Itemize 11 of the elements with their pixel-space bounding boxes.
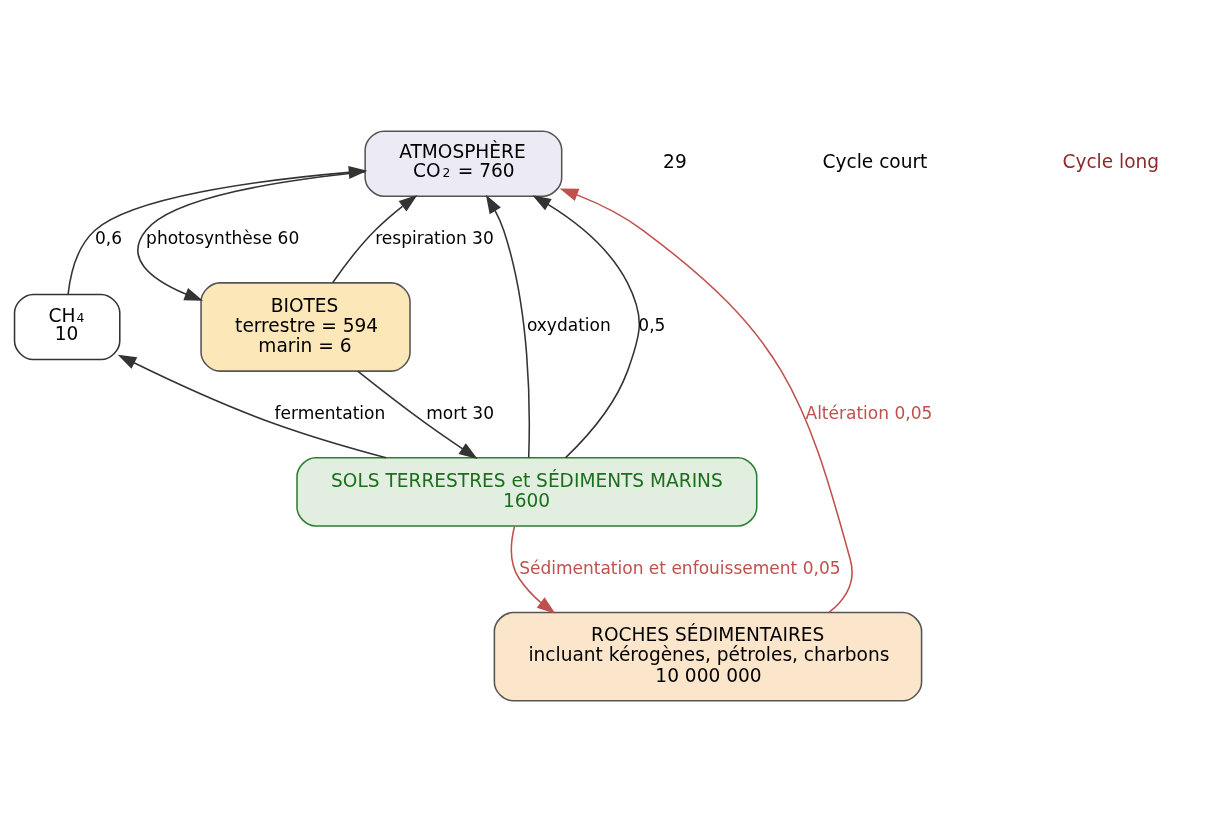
edge-label: Sédimentation et enfouissement 0,05 bbox=[519, 557, 841, 578]
edge-label: 0,6 bbox=[95, 227, 123, 248]
edge-label: Altération 0,05 bbox=[805, 402, 933, 423]
label: Cycle long bbox=[1062, 151, 1160, 173]
edge-label: photosynthèse 60 bbox=[146, 227, 300, 248]
edge-label: fermentation bbox=[274, 402, 386, 423]
label: 29 bbox=[663, 151, 687, 173]
label: Cycle court bbox=[822, 151, 928, 173]
edge-label: respiration 30 bbox=[375, 227, 494, 248]
edge-label: oxydation bbox=[526, 315, 611, 336]
edge-label: mort 30 bbox=[426, 402, 494, 423]
